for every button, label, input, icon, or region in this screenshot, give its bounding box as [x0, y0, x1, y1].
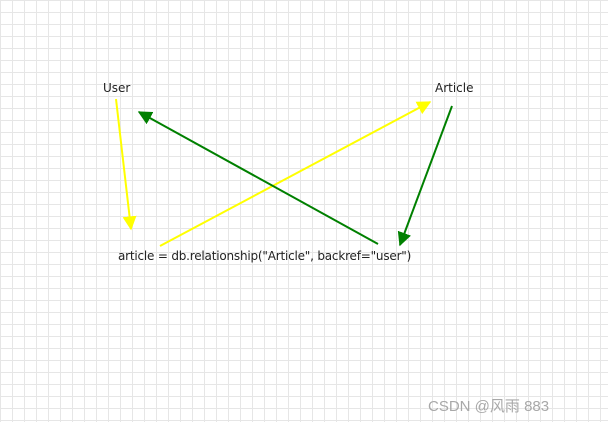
edge-user-to-code [115, 98, 137, 231]
node-user: User [103, 81, 131, 95]
watermark: CSDN @风雨 883 [428, 398, 550, 415]
edge-article-to-backref [397, 105, 453, 247]
edge-code-to-article [159, 101, 432, 247]
node-article: Article [435, 81, 474, 95]
node-relationship-code: article = db.relationship("Article", bac… [118, 249, 412, 263]
edge-backref-to-user [137, 111, 379, 245]
